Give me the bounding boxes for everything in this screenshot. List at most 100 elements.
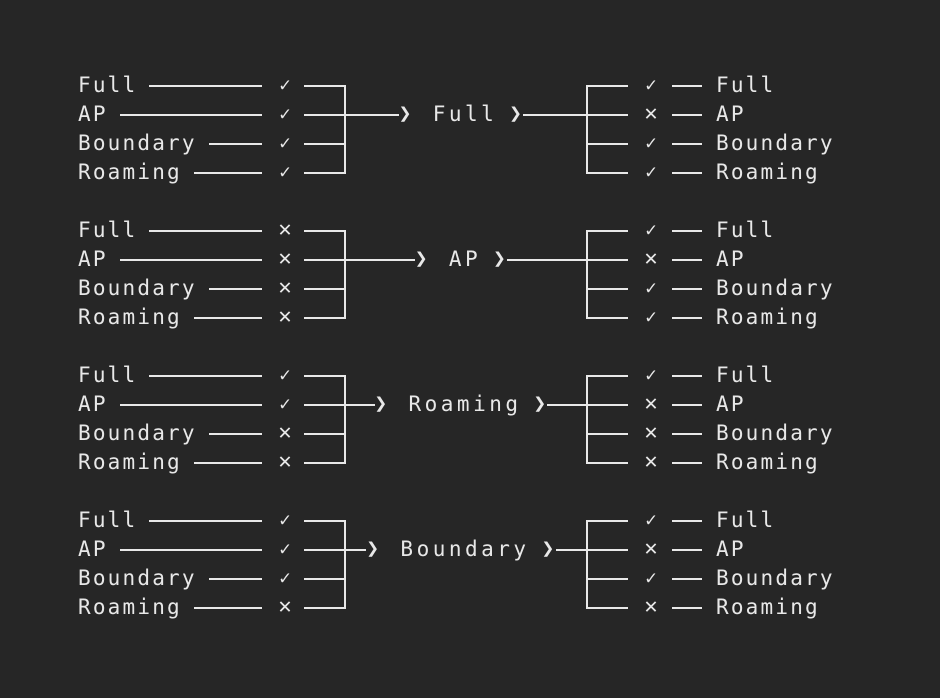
input-connector-line <box>193 607 262 609</box>
input-connector-line <box>149 230 262 232</box>
input-cross-icon: ✕ <box>278 449 292 474</box>
input-connector-line <box>193 317 262 319</box>
input-connector-line <box>208 143 262 145</box>
output-bracket-stub <box>586 143 628 145</box>
input-connector-line <box>208 578 262 580</box>
input-cross-icon: ✕ <box>278 304 292 329</box>
input-trunk-line <box>346 259 415 261</box>
input-trunk-line <box>346 404 375 406</box>
arrow-head-out-icon: ❯ <box>509 101 522 125</box>
input-connector-line <box>208 433 262 435</box>
input-connector-line <box>149 85 262 87</box>
output-bracket-stub <box>586 578 628 580</box>
output-connector-line <box>672 520 702 522</box>
input-connector-line <box>119 114 262 116</box>
input-bracket-spine <box>344 85 346 174</box>
output-cross-icon: ✕ <box>644 420 658 445</box>
output-connector-line <box>672 230 702 232</box>
output-row-label: Roaming <box>716 160 820 184</box>
output-row-label: Boundary <box>716 276 835 300</box>
output-check-icon: ✓ <box>645 306 657 328</box>
output-row-label: Boundary <box>716 421 835 445</box>
arrow-head-in-icon: ❯ <box>366 536 380 560</box>
output-bracket-stub <box>586 259 628 261</box>
output-check-icon: ✓ <box>645 219 657 241</box>
output-cross-icon: ✕ <box>644 449 658 474</box>
input-bracket-stub <box>304 520 346 522</box>
output-row-label: AP <box>716 392 746 416</box>
input-row-label: Full <box>78 363 138 387</box>
output-bracket-stub <box>586 607 628 609</box>
input-bracket-stub <box>304 549 346 551</box>
output-check-icon: ✓ <box>645 567 657 589</box>
input-check-icon: ✓ <box>279 132 291 154</box>
output-trunk-line <box>523 114 588 116</box>
input-cross-icon: ✕ <box>278 594 292 619</box>
arrow-head-out-icon: ❯ <box>533 391 547 415</box>
output-connector-line <box>672 375 702 377</box>
input-check-icon: ✓ <box>279 161 291 183</box>
output-bracket-stub <box>586 230 628 232</box>
input-row-label: Boundary <box>78 276 197 300</box>
output-connector-line <box>672 85 702 87</box>
output-row-label: Boundary <box>716 566 835 590</box>
output-bracket-stub <box>586 433 628 435</box>
input-check-icon: ✓ <box>279 567 291 589</box>
output-row-label: AP <box>716 537 746 561</box>
input-check-icon: ✓ <box>279 509 291 531</box>
output-connector-line <box>672 143 702 145</box>
output-connector-line <box>672 259 702 261</box>
output-row-label: Roaming <box>716 450 820 474</box>
input-cross-icon: ✕ <box>278 217 292 242</box>
output-row-label: AP <box>716 102 746 126</box>
output-bracket-spine <box>586 85 588 174</box>
output-connector-line <box>672 317 702 319</box>
input-row-label: Boundary <box>78 131 197 155</box>
output-row-label: Full <box>716 508 776 532</box>
output-connector-line <box>672 172 702 174</box>
input-bracket-stub <box>304 172 346 174</box>
input-row-label: Roaming <box>78 450 182 474</box>
input-bracket-stub <box>304 375 346 377</box>
output-connector-line <box>672 607 702 609</box>
output-bracket-stub <box>586 85 628 87</box>
input-row-label: Full <box>78 218 138 242</box>
output-connector-line <box>672 462 702 464</box>
input-trunk-line <box>346 549 367 551</box>
output-check-icon: ✓ <box>645 161 657 183</box>
output-bracket-stub <box>586 317 628 319</box>
output-row-label: AP <box>716 247 746 271</box>
input-row-label: Boundary <box>78 566 197 590</box>
input-check-icon: ✓ <box>279 74 291 96</box>
output-bracket-spine <box>586 230 588 319</box>
input-check-icon: ✓ <box>279 538 291 560</box>
input-bracket-stub <box>304 578 346 580</box>
input-bracket-stub <box>304 114 346 116</box>
input-cross-icon: ✕ <box>278 275 292 300</box>
input-row-label: Full <box>78 73 138 97</box>
input-connector-line <box>193 172 262 174</box>
output-connector-line <box>672 114 702 116</box>
output-trunk-line <box>507 259 588 261</box>
input-connector-line <box>119 404 262 406</box>
output-trunk-line <box>547 404 588 406</box>
output-connector-line <box>672 578 702 580</box>
output-connector-line <box>672 549 702 551</box>
output-bracket-stub <box>586 462 628 464</box>
output-cross-icon: ✕ <box>644 536 658 561</box>
input-row-label: Roaming <box>78 595 182 619</box>
input-cross-icon: ✕ <box>278 420 292 445</box>
input-connector-line <box>193 462 262 464</box>
output-bracket-stub <box>586 288 628 290</box>
input-bracket-stub <box>304 317 346 319</box>
input-bracket-stub <box>304 143 346 145</box>
input-row-label: AP <box>78 247 108 271</box>
input-row-label: AP <box>78 392 108 416</box>
output-cross-icon: ✕ <box>644 391 658 416</box>
input-row-label: Full <box>78 508 138 532</box>
input-bracket-stub <box>304 404 346 406</box>
input-bracket-stub <box>304 259 346 261</box>
arrow-head-in-icon: ❯ <box>374 391 388 415</box>
output-bracket-stub <box>586 549 628 551</box>
